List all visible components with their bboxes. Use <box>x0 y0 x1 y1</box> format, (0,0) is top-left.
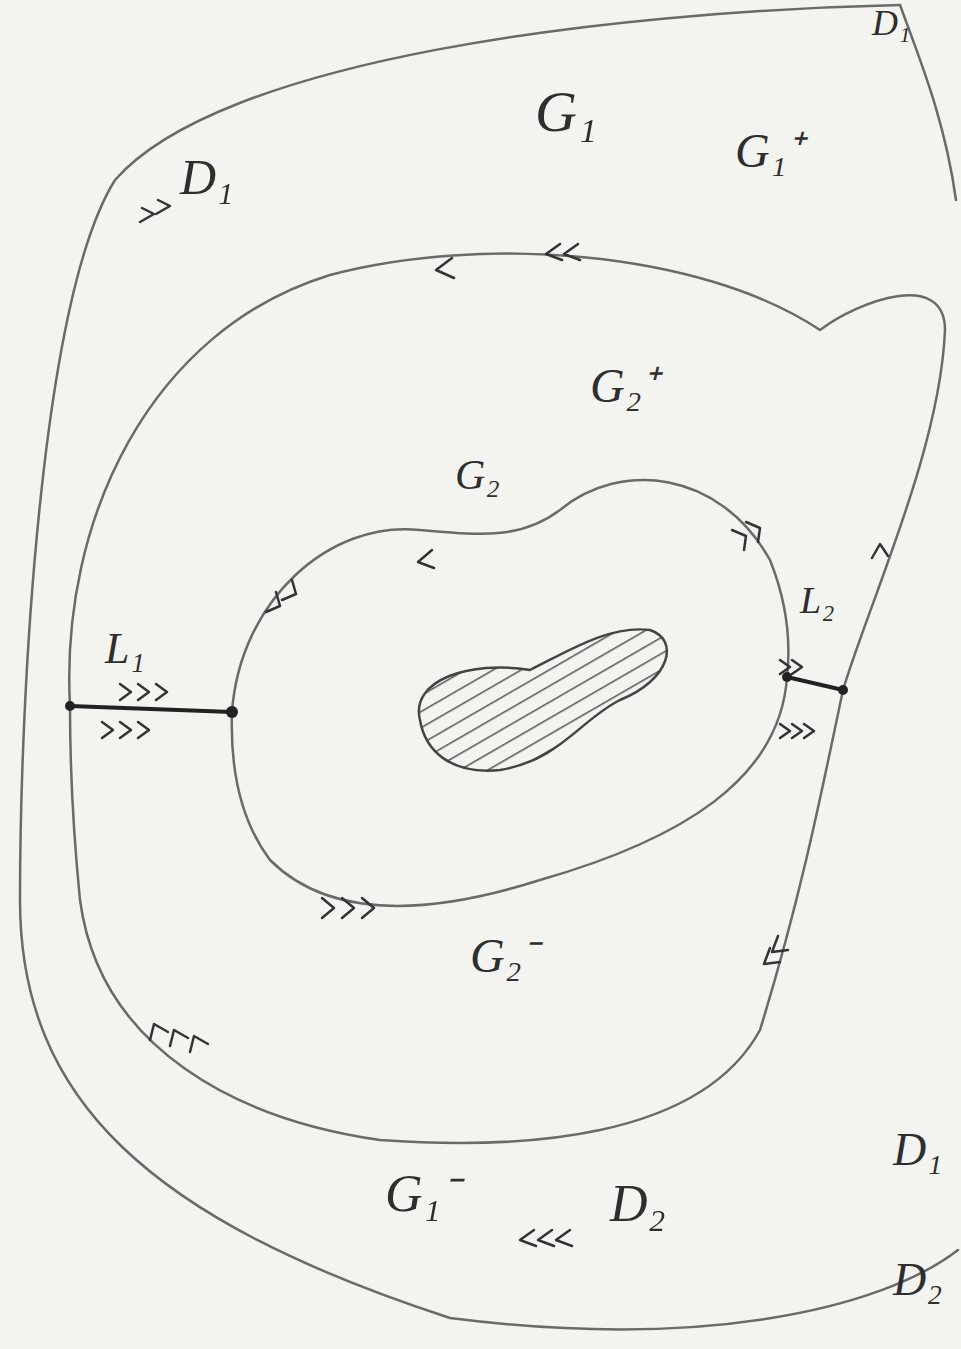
cut-l1 <box>70 706 232 712</box>
contour-label: G₂ <box>455 452 500 498</box>
region-label: D₁ <box>893 1125 942 1176</box>
contour-label: G₂⁺ <box>590 360 657 413</box>
chevrons <box>322 898 374 918</box>
cut-l2 <box>787 677 843 690</box>
chevrons <box>102 722 149 738</box>
endpoint-dot <box>838 685 848 695</box>
region-label: D₂ <box>893 1255 942 1306</box>
chevrons <box>546 244 580 260</box>
endpoint-dot <box>226 706 238 718</box>
contour-g1 <box>69 254 945 1143</box>
region-label: D₁ <box>180 150 234 205</box>
chevrons <box>780 660 802 674</box>
chevrons <box>436 258 454 278</box>
chevrons <box>780 724 814 738</box>
contour-label: G₁ <box>535 80 597 144</box>
chevrons <box>418 550 434 568</box>
chevrons <box>140 200 170 222</box>
contour-label: G₁⁺ <box>735 125 802 178</box>
chevrons <box>520 1230 572 1246</box>
chevrons <box>150 1024 208 1052</box>
region-label: D₁ <box>872 4 911 44</box>
chevrons <box>120 684 167 700</box>
endpoint-dot <box>65 701 75 711</box>
endpoint-dot <box>782 672 792 682</box>
contour-label: G₂⁻ <box>470 930 537 983</box>
cut-label: L₁ <box>105 625 145 673</box>
chevrons <box>764 936 788 964</box>
contour-label: G₁⁻ <box>385 1165 459 1222</box>
chevrons <box>872 544 888 558</box>
cut-label: L₂ <box>800 580 834 622</box>
hatched-hole <box>419 629 667 770</box>
chevrons <box>732 522 760 550</box>
region-label: D₂ <box>610 1175 666 1232</box>
chevrons <box>266 580 296 612</box>
outer-boundary <box>20 5 958 1329</box>
contour-g2 <box>232 480 789 906</box>
